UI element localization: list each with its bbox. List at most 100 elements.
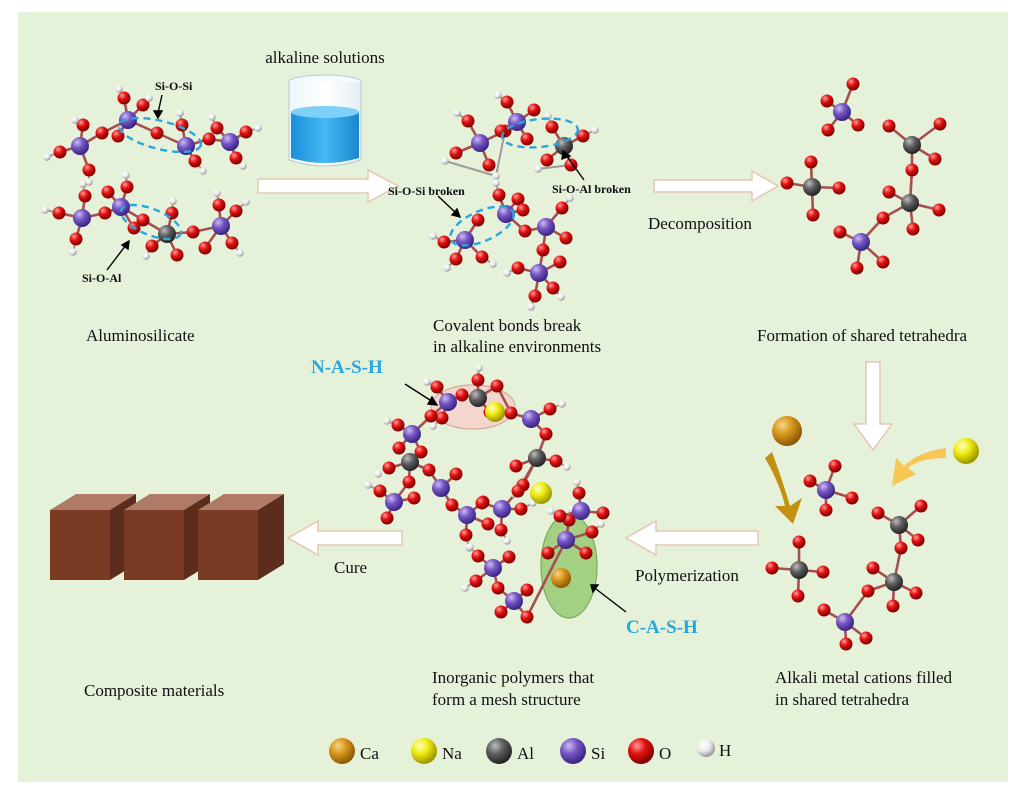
silicon-atom [385, 493, 403, 511]
oxygen-atom [928, 152, 942, 166]
silicon-atom [73, 209, 91, 227]
hydrogen-atom [527, 303, 535, 311]
hydrogen-atom [199, 167, 207, 175]
oxygen-atom [780, 176, 794, 190]
hydrogen-atom [494, 91, 502, 99]
broken-si-o-al-ring [500, 117, 580, 149]
oxygen-atom [95, 126, 109, 140]
oxygen-atom [520, 610, 534, 624]
hydrogen-atom [145, 94, 153, 102]
oxygen-atom [536, 243, 550, 257]
silicon-atom [537, 218, 555, 236]
arrow-to-covalent [257, 168, 400, 204]
alkali-label-line2: in shared tetrahedra [775, 690, 909, 709]
si-o-al-ring [119, 203, 183, 241]
silicon-atom [572, 502, 590, 520]
na-curved-arrow [892, 448, 946, 486]
oxygen-atom [511, 261, 525, 275]
oxygen-atom [909, 586, 923, 600]
composite-blocks-icon [50, 494, 284, 580]
hydrogen-atom [563, 463, 571, 471]
oxygen-atom [833, 225, 847, 239]
legend-item-si: Si [560, 738, 605, 764]
broken-molecule-d [429, 213, 497, 272]
oxygen-atom [414, 445, 428, 459]
oxygen-atom [914, 499, 928, 513]
legend-item-na: Na [411, 738, 462, 764]
broken-si-o-si-ring [449, 205, 515, 247]
oxygen-atom [520, 583, 534, 597]
hydrogen-atom [142, 252, 150, 260]
legend-na-swatch [411, 738, 437, 764]
legend-o-swatch [628, 738, 654, 764]
flow-arrows [257, 168, 894, 557]
hydrogen-atom [239, 162, 247, 170]
arrow-polymerization [624, 519, 759, 557]
oxygen-atom [490, 379, 504, 393]
oxygen-atom [876, 255, 890, 269]
silicon-atom [505, 592, 523, 610]
oxygen-atom [572, 486, 586, 500]
silicon-atom [522, 410, 540, 428]
oxygen-atom [101, 185, 115, 199]
hydrogen-atom [115, 85, 123, 93]
silicon-atom [439, 393, 457, 411]
arrow-decomposition [653, 169, 780, 203]
hydrogen-atom [43, 153, 51, 161]
aluminium-atom [803, 178, 821, 196]
oxygen-atom [198, 241, 212, 255]
filled-al-b [765, 535, 830, 603]
oxygen-atom [475, 496, 489, 510]
oxygen-atom [212, 198, 226, 212]
covalent-label-line2: in alkaline environments [433, 337, 601, 356]
filled-al-a [817, 499, 928, 651]
hydrogen-atom [573, 478, 581, 486]
oxygen-atom [461, 114, 475, 128]
oxygen-atom [555, 201, 569, 215]
hydrogen-atom [429, 422, 437, 430]
hydrogen-atom [383, 417, 391, 425]
oxygen-atom [422, 463, 436, 477]
aluminium-atom [555, 137, 573, 155]
broken-molecule-e [492, 179, 574, 311]
oxygen-atom [188, 154, 202, 168]
legend-na-label: Na [442, 744, 462, 763]
oxygen-atom [229, 151, 243, 165]
oxygen-atom [494, 605, 508, 619]
oxygen-atom [202, 132, 216, 146]
oxygen-atom [225, 236, 239, 250]
oxygen-atom [76, 118, 90, 132]
tetrahedra-si-a [820, 77, 865, 137]
oxygen-atom [402, 475, 416, 489]
legend-item-h: H [697, 739, 731, 760]
hydrogen-atom [213, 189, 221, 197]
composite-label: Composite materials [84, 681, 224, 700]
legend-h-swatch [697, 739, 715, 757]
oxygen-atom [120, 180, 134, 194]
oxygen-atom [859, 631, 873, 645]
inorganic-label-line2: form a mesh structure [432, 690, 581, 709]
oxygen-atom [549, 454, 563, 468]
silicon-atom [497, 205, 515, 223]
oxygen-atom [52, 206, 66, 220]
legend-h-label: H [719, 741, 731, 760]
oxygen-atom [845, 491, 859, 505]
oxygen-atom [816, 565, 830, 579]
oxygen-atom [804, 155, 818, 169]
si-o-al-broken-label: Si-O-Al broken [552, 182, 631, 196]
calcium-atom [551, 568, 571, 588]
oxygen-atom [511, 192, 525, 206]
aluminium-atom [790, 561, 808, 579]
oxygen-atom [186, 225, 200, 239]
oxygen-atom [545, 120, 559, 134]
oxygen-atom [165, 206, 179, 220]
oxygen-atom [866, 561, 880, 575]
hydrogen-atom [374, 470, 382, 478]
oxygen-atom [373, 484, 387, 498]
oxygen-atom [382, 461, 396, 475]
oxygen-atom [511, 484, 525, 498]
hydrogen-atom [85, 178, 93, 186]
cash-label: C-A-S-H [626, 617, 698, 638]
aluminium-atom [903, 136, 921, 154]
